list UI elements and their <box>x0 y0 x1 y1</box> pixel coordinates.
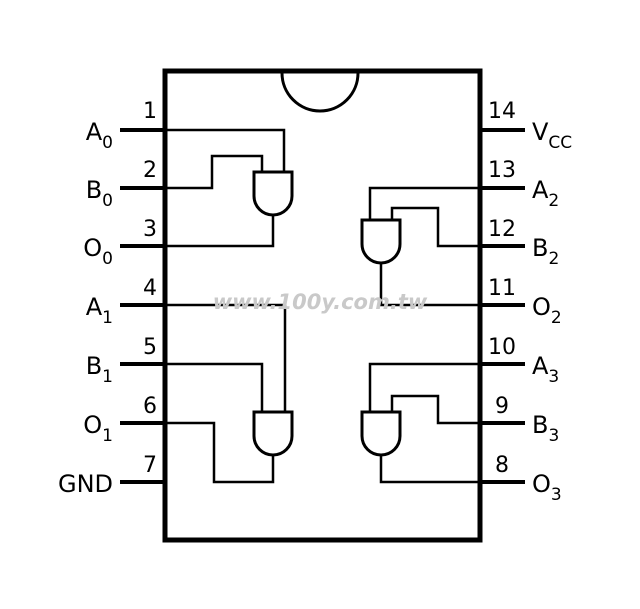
pin-number-3: 3 <box>143 217 157 242</box>
pin-4-label: A1 <box>86 293 113 328</box>
pin-number-13: 13 <box>488 158 516 183</box>
left-pin-stubs <box>120 128 165 484</box>
pin-number-8: 8 <box>495 453 509 478</box>
wire-b0 <box>165 154 264 190</box>
pin-number-1: 1 <box>143 99 157 124</box>
pin-number-5: 5 <box>143 335 157 360</box>
pin-2-label: B0 <box>86 176 113 211</box>
pin-10-label: A3 <box>532 352 559 387</box>
right-pin-stubs <box>480 128 525 484</box>
pin-1-label: A0 <box>86 118 113 153</box>
and-gate-1 <box>252 170 294 217</box>
pin-number-4: 4 <box>143 276 157 301</box>
pin-8-label: O3 <box>532 470 562 505</box>
wire-b2 <box>390 206 480 248</box>
pin-13-label: A2 <box>532 176 559 211</box>
wire-a3 <box>368 362 480 412</box>
and-gate-3 <box>360 218 402 265</box>
and-gate-2 <box>252 410 294 457</box>
watermark: www.100y.com.tw <box>213 290 428 314</box>
pin-3-label: O0 <box>83 234 113 269</box>
wire-a0 <box>165 128 286 172</box>
pin-14-label: VCC <box>532 118 572 153</box>
pin-number-9: 9 <box>495 394 509 419</box>
wire-a2 <box>368 186 480 220</box>
pin-number-10: 10 <box>488 335 516 360</box>
wire-o2 <box>379 264 480 307</box>
and-gate-4 <box>360 410 402 457</box>
pin-number-6: 6 <box>143 394 157 419</box>
internal-wiring <box>165 128 480 484</box>
wire-o0 <box>165 216 275 248</box>
and-gates <box>252 170 402 457</box>
pin-number-11: 11 <box>488 276 516 301</box>
pin-7-label: GND <box>58 470 113 498</box>
orientation-notch <box>280 72 360 113</box>
wire-o3 <box>379 456 480 484</box>
wire-b3 <box>390 394 480 425</box>
wire-o1 <box>165 421 275 484</box>
pin-number-12: 12 <box>488 217 516 242</box>
wire-a1 <box>165 303 287 412</box>
pin-number-2: 2 <box>143 158 157 183</box>
pin-number-14: 14 <box>488 99 516 124</box>
pin-12-label: B2 <box>532 234 559 269</box>
pin-6-label: O1 <box>83 411 113 446</box>
pin-number-7: 7 <box>143 453 157 478</box>
pin-11-label: O2 <box>532 293 562 328</box>
pin-9-label: B3 <box>532 411 559 446</box>
pin-5-label: B1 <box>86 352 113 387</box>
wire-b1 <box>165 362 264 412</box>
